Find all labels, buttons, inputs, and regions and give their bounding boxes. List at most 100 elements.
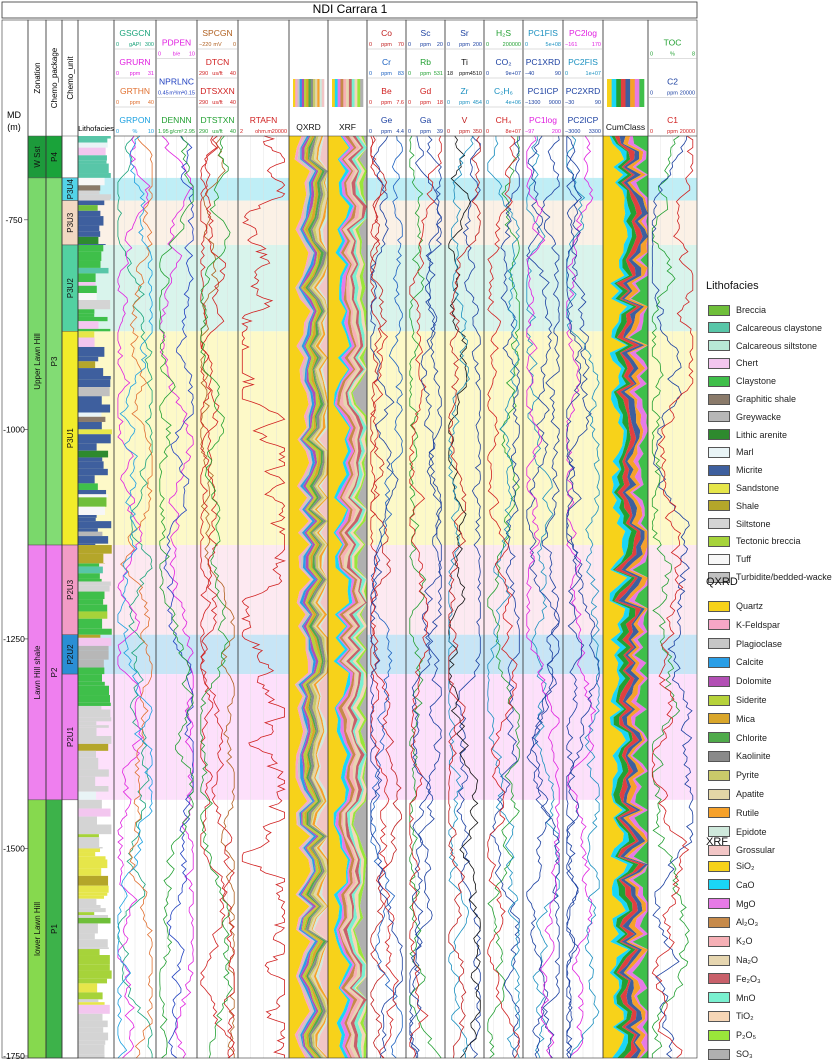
lithology-bed [78, 260, 101, 268]
curve-track-frame [647, 19, 698, 1059]
lithology-bed [78, 205, 98, 211]
track-header-unit: m³/m³ [169, 90, 184, 96]
lithology-bed [78, 702, 111, 706]
track-header-unit: ppm [667, 90, 678, 96]
track-header-name: PC1XRD [526, 57, 560, 67]
stack-fill-band [289, 136, 311, 1058]
chemo_package-header: Chemo_package [50, 47, 59, 108]
legend-label: TiO₂ [736, 1011, 754, 1022]
track-header-name: PC2log [569, 28, 597, 38]
lithology-bed [78, 136, 111, 139]
stack-header-swatch [297, 79, 300, 107]
track-header-min: −97 [525, 129, 534, 135]
legend-item: K₂O [708, 934, 753, 948]
legend-swatch [708, 656, 730, 668]
legend-item: Epidote [708, 825, 767, 839]
track-header-min: 0 [158, 52, 161, 58]
lithology-bed [78, 709, 111, 718]
legend-label: Siltstone [736, 518, 771, 529]
stack-fill-band [609, 136, 634, 1058]
legend-label: Plagioclase [736, 638, 783, 649]
track-header-max: 9000 [549, 100, 561, 106]
curve-line [120, 135, 153, 1059]
track-header-name: TOC [664, 38, 682, 48]
lithology-bed [78, 443, 97, 451]
legend-title: Lithofacies [706, 280, 759, 292]
lithology-bed [78, 177, 105, 186]
legend-label: Calcite [736, 657, 764, 668]
legend-label: Tuff [736, 554, 752, 565]
stack-fill-band [311, 136, 328, 1058]
legend-swatch [708, 619, 730, 631]
lithology-bed [78, 717, 112, 722]
curve-line [200, 135, 235, 1058]
track-header-min: 0 [369, 71, 372, 77]
track-header-min: 0 [486, 42, 489, 48]
track-header-max: 20000 [680, 129, 695, 135]
legend-label: Na₂O [736, 955, 758, 965]
stack-header-swatch [319, 79, 323, 107]
stack-header-swatch [360, 79, 364, 107]
track-header-min: 0 [408, 129, 411, 135]
lithology-bed [78, 634, 101, 638]
lithology-bed [78, 536, 109, 544]
stack-fill-band [298, 136, 318, 1058]
curve-line [526, 135, 560, 1059]
stack-fill-band [341, 136, 366, 1058]
track-header-max: 40 [230, 129, 236, 135]
lithology-bed [78, 545, 112, 554]
legend-swatch [708, 340, 730, 352]
lithology-bed [78, 799, 102, 809]
legend-label: Kaolinite [736, 751, 771, 762]
legend-swatch [708, 375, 730, 387]
lithology-bed [78, 695, 110, 703]
track-header-max: 18 [437, 100, 443, 106]
track-header-max: 200000 [503, 42, 521, 48]
lithology-bed [78, 461, 104, 469]
track-header-name: XRF [339, 122, 356, 132]
lithology-bed [78, 163, 109, 174]
track-header-unit: ppm [381, 129, 392, 135]
stack-fill-band [343, 136, 367, 1058]
stack-header-swatch [295, 79, 298, 107]
stack-header-swatch [616, 79, 622, 107]
lithology-bed [78, 933, 95, 940]
legend-item: Calcareous siltstone [708, 339, 817, 353]
legend-item: Plagioclase [708, 637, 782, 651]
lithology-bed [78, 721, 97, 726]
track-header-name: V [462, 115, 468, 125]
track-header-max: 40 [230, 100, 236, 106]
legend-item: Micrite [708, 463, 763, 477]
lithology-bed [78, 923, 98, 934]
legend-item: Na₂O [708, 953, 758, 967]
depth-frame [1, 19, 29, 1059]
lithology-bed [78, 379, 111, 388]
track-header-min: −1300 [525, 100, 540, 106]
lithology-bed [78, 875, 109, 886]
legend-swatch [708, 357, 730, 369]
lithology-bed [78, 895, 105, 899]
legend-swatch [708, 935, 730, 947]
track-header-name: Sr [460, 28, 469, 38]
curve-line [200, 135, 233, 1059]
legend-label: Siderite [736, 695, 767, 705]
lithology-bed [78, 585, 110, 592]
legend-item: Kaolinite [708, 749, 771, 763]
legend-item: Pyrite [708, 768, 759, 782]
lithology-bed [78, 494, 109, 498]
track-header-min: 0 [408, 42, 411, 48]
stack-header-swatch [630, 79, 636, 107]
chemo_unit-zone-label: P3U1 [66, 428, 75, 449]
track-header-unit: ppm [381, 71, 392, 77]
legend-swatch [708, 750, 730, 762]
legend-swatch [708, 844, 730, 856]
lithology-bed [78, 816, 97, 825]
legend-label: Epidote [736, 826, 767, 837]
lithology-bed [78, 273, 96, 283]
stack-header-swatch [301, 79, 305, 107]
lithology-bed [78, 999, 99, 1003]
lithology-bed [78, 868, 102, 876]
legend-label: SO₃ [736, 1049, 753, 1059]
track-header-max: 20000 [272, 129, 287, 135]
